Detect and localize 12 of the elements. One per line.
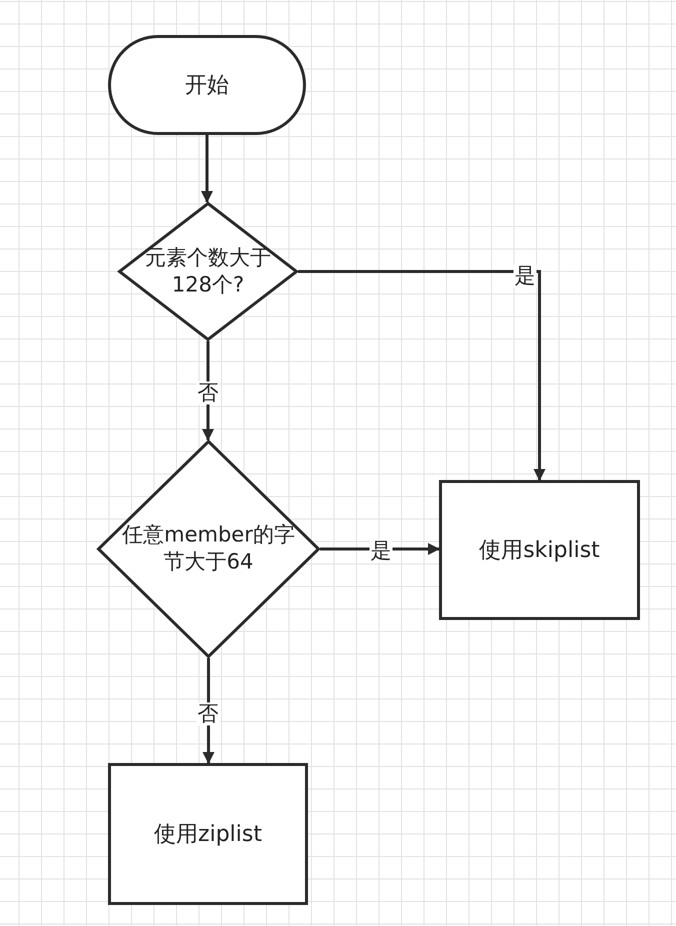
decision-text: 任意member的字节大于64 xyxy=(121,522,296,576)
edge-label: 否 xyxy=(196,702,220,726)
arrow xyxy=(320,543,440,555)
decision-text: 元素个数大于128个? xyxy=(144,244,272,298)
arrow xyxy=(201,135,213,203)
process-box: 使用skiplist xyxy=(439,480,640,620)
arrow xyxy=(298,270,546,481)
edge-label: 是 xyxy=(514,264,536,288)
edge-label: 是 xyxy=(370,539,392,563)
edge-label: 否 xyxy=(196,381,220,405)
process-box: 使用ziplist xyxy=(108,763,308,905)
start-terminal: 开始 xyxy=(108,35,306,135)
